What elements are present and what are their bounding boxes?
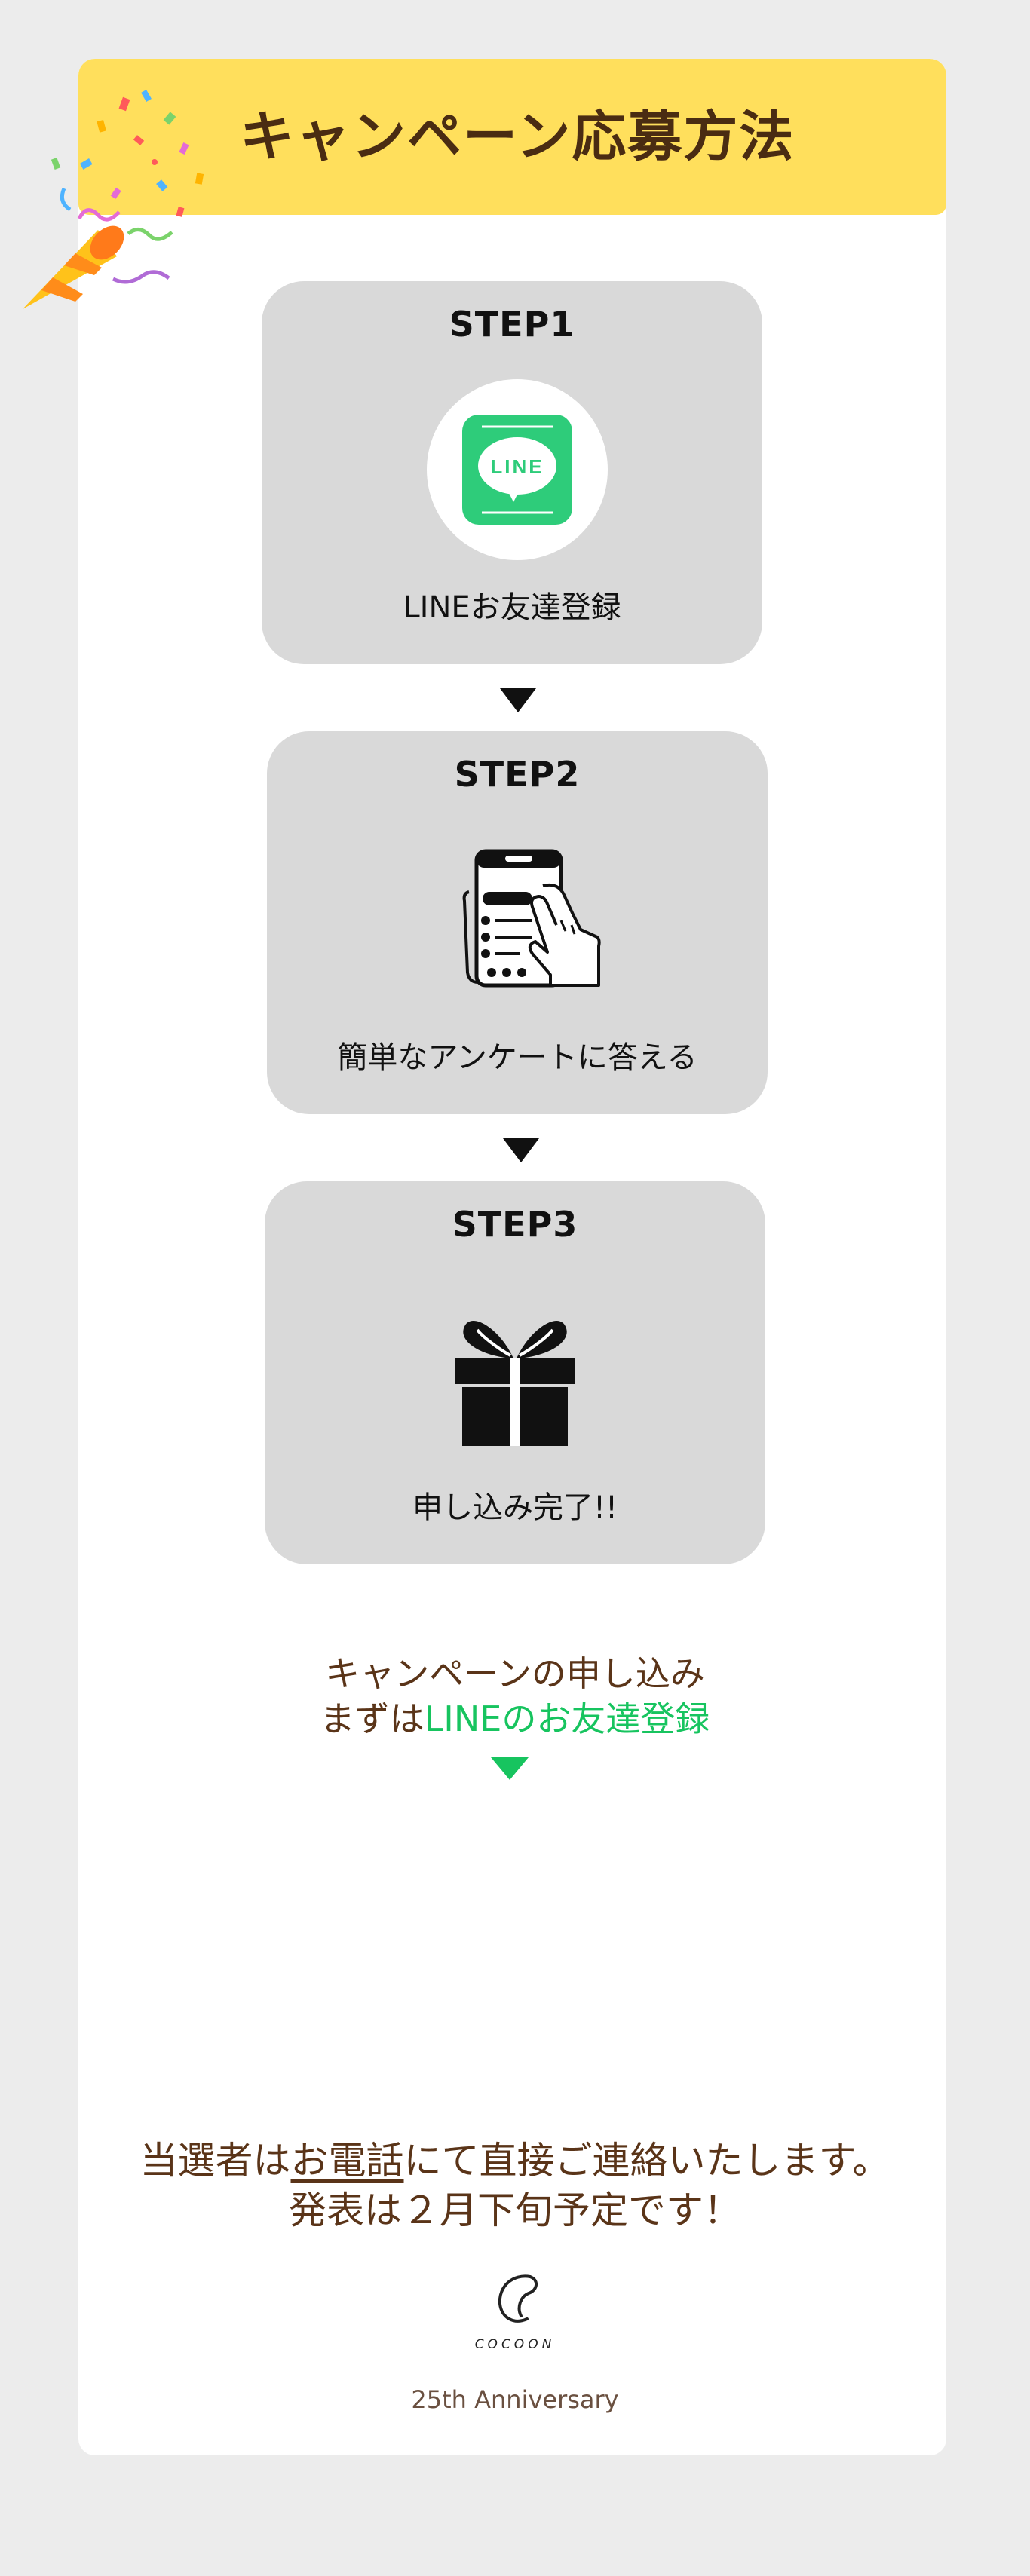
notice-line-2: 発表は２月下旬予定です！	[289, 2189, 741, 2232]
cta-line-1: キャンペーンの申し込み	[325, 1653, 705, 1694]
step-label: LINEお友達登録	[403, 590, 621, 625]
down-arrow-icon	[500, 688, 536, 712]
cocoon-logo-icon	[498, 2274, 538, 2323]
brand-logo-text: COCOON	[474, 2337, 556, 2352]
step-label: 申し込み完了!!	[412, 1490, 618, 1525]
gift-icon	[455, 1320, 575, 1446]
line-icon-text: LINE	[490, 455, 544, 478]
header-banner: キャンペーン応募方法	[78, 59, 946, 215]
notice-text: 当選者は	[139, 2139, 291, 2182]
cta-prefix: まずは	[320, 1698, 425, 1739]
line-friend-link[interactable]: LINEのお友達登録	[424, 1698, 710, 1739]
cta-text: キャンペーンの申し込み まずはLINEのお友達登録	[0, 1651, 1030, 1741]
step-title: STEP1	[449, 304, 575, 345]
step-card-2: STEP2 簡単なアンケートに答える	[267, 731, 768, 1114]
line-icon-circle: LINE	[427, 379, 608, 560]
green-down-arrow-icon	[491, 1757, 529, 1780]
anniversary-text: 25th Anniversary	[411, 2385, 619, 2414]
smartphone-survey-icon	[462, 849, 601, 988]
cta-line-2: まずはLINEのお友達登録	[0, 1696, 1030, 1741]
step-card-3: STEP3 申し込み完了!!	[265, 1181, 765, 1564]
winner-notice: 当選者はお電話にて直接ご連絡いたします。 発表は２月下旬予定です！	[0, 2136, 1030, 2235]
party-popper-icon	[23, 89, 204, 309]
step-title: STEP2	[454, 754, 581, 795]
step-card-1: STEP1 LINE LINEお友達登録	[262, 281, 762, 664]
down-arrow-icon	[503, 1138, 539, 1162]
notice-text: にて直接ご連絡いたします。	[403, 2139, 891, 2182]
page-title: キャンペーン応募方法	[240, 105, 795, 168]
phone-underlined-text: お電話	[290, 2139, 404, 2182]
line-app-icon: LINE	[462, 415, 572, 525]
step-label: 簡単なアンケートに答える	[337, 1040, 697, 1075]
notice-line-1: 当選者はお電話にて直接ご連絡いたします。	[0, 2136, 1030, 2185]
step-title: STEP3	[452, 1204, 578, 1245]
